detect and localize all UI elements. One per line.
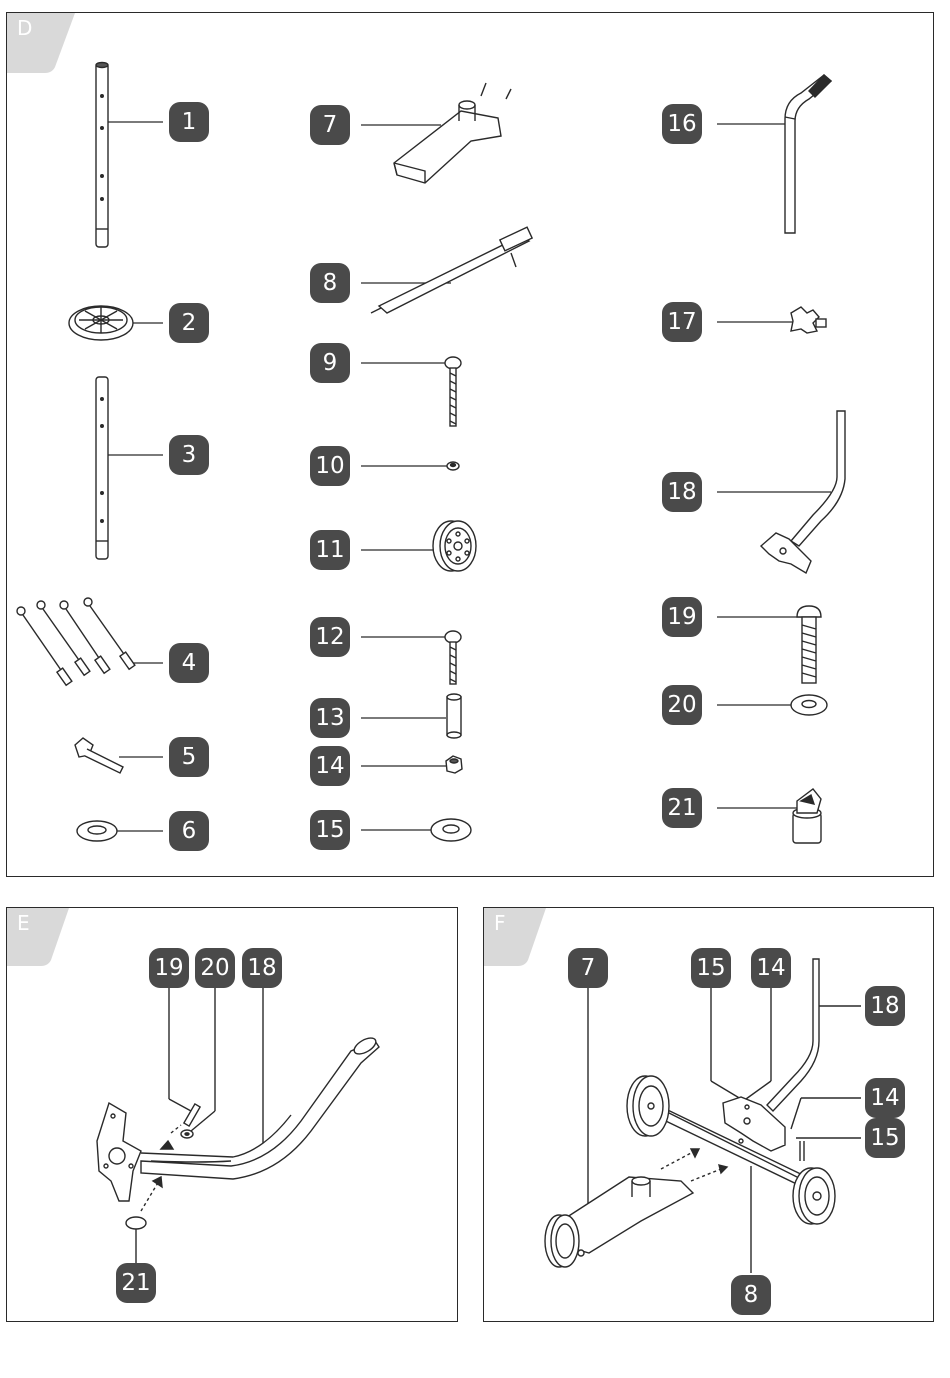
part-2-disc	[69, 306, 133, 340]
callout-f-8: 8	[731, 1275, 771, 1315]
part-badge-16: 16	[662, 104, 702, 144]
panel-e-handle-assembly: E 19 20 18 21	[6, 907, 458, 1322]
part-3-pole	[96, 377, 108, 559]
callout-e-21: 21	[116, 1263, 156, 1303]
part-15-washer	[431, 819, 471, 841]
part-badge-4: 4	[169, 643, 209, 683]
part-9-bolt	[445, 357, 461, 426]
panel-d-parts-overview: D	[6, 12, 934, 877]
part-badge-14: 14	[310, 746, 350, 786]
part-badge-17: 17	[662, 302, 702, 342]
callout-e-19: 19	[149, 948, 189, 988]
part-19-bolt	[797, 606, 821, 683]
part-12-bolt	[445, 631, 461, 684]
panel-f-axle-assembly: F	[483, 907, 934, 1322]
part-5-hex-bolt	[75, 738, 123, 773]
callout-f-15-right: 15	[865, 1118, 905, 1158]
part-badge-3: 3	[169, 435, 209, 475]
part-11-wheel	[433, 521, 476, 571]
part-badge-18: 18	[662, 472, 702, 512]
part-7-bracket	[394, 83, 511, 183]
part-badge-2: 2	[169, 303, 209, 343]
part-badge-19: 19	[662, 597, 702, 637]
callout-f-15-top: 15	[691, 948, 731, 988]
part-badge-5: 5	[169, 737, 209, 777]
part-14-nut	[446, 756, 462, 773]
callout-f-14-right: 14	[865, 1078, 905, 1118]
part-badge-6: 6	[169, 811, 209, 851]
part-badge-12: 12	[310, 617, 350, 657]
panel-d-illustrations	[7, 13, 934, 877]
part-badge-15: 15	[310, 810, 350, 850]
part-20-washer	[791, 695, 827, 715]
part-badge-11: 11	[310, 530, 350, 570]
part-badge-1: 1	[169, 102, 209, 142]
part-16-handle	[785, 75, 831, 233]
callout-e-20: 20	[195, 948, 235, 988]
part-8-axle-bar	[371, 227, 532, 313]
part-1-pole	[96, 63, 108, 248]
callout-f-18: 18	[865, 986, 905, 1026]
part-badge-10: 10	[310, 446, 350, 486]
part-badge-20: 20	[662, 685, 702, 725]
part-badge-9: 9	[310, 343, 350, 383]
part-badge-8: 8	[310, 263, 350, 303]
callout-f-14-top: 14	[751, 948, 791, 988]
part-badge-21: 21	[662, 788, 702, 828]
callout-f-7: 7	[568, 948, 608, 988]
part-21-cap	[793, 789, 821, 843]
part-13-spacer	[447, 694, 461, 738]
callout-e-18: 18	[242, 948, 282, 988]
part-badge-7: 7	[310, 105, 350, 145]
part-17-knob	[791, 307, 826, 333]
part-10-nut	[447, 462, 459, 470]
part-4-pegs	[17, 598, 135, 685]
part-badge-13: 13	[310, 698, 350, 738]
part-6-washer	[77, 821, 117, 841]
